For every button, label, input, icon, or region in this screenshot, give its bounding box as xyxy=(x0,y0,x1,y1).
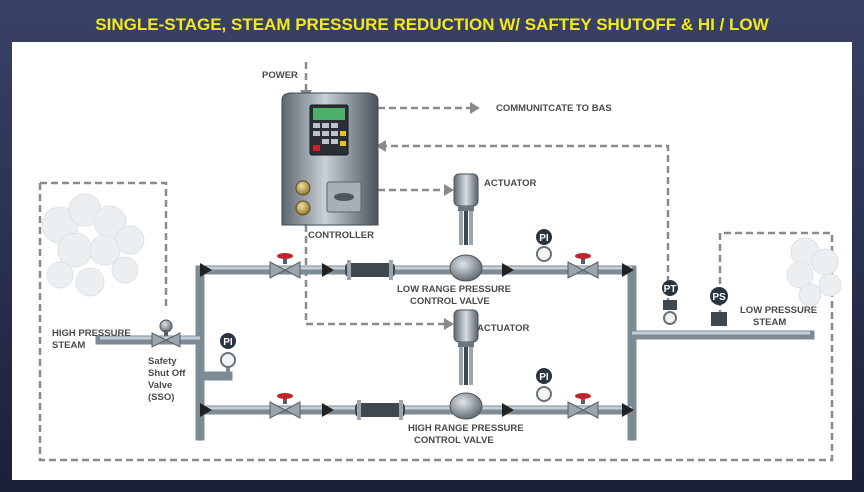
pressure-indicator-bottom: PI xyxy=(536,368,552,402)
bas-label: COMMUNITCATE TO BAS xyxy=(496,103,612,114)
sso-signal-line xyxy=(40,181,168,310)
arrow-icon xyxy=(200,403,212,417)
arrow-icon xyxy=(200,263,212,277)
pressure-transmitter: PT xyxy=(662,280,678,325)
actuator-bottom-line xyxy=(304,225,444,326)
pt-label: PT xyxy=(664,284,677,295)
pressure-switch: PS xyxy=(710,287,728,326)
gauge-icon xyxy=(536,386,552,402)
controller-icon xyxy=(281,92,379,226)
actuator-bottom-label: ACTUATOR xyxy=(477,323,530,334)
pi-label: PI xyxy=(539,233,549,244)
pressure-indicator-top: PI xyxy=(536,229,552,262)
arrow-icon xyxy=(470,102,480,114)
pi-label: PI xyxy=(539,372,549,383)
gate-valve-icon xyxy=(567,253,599,279)
hp-steam-label-line2: STEAM xyxy=(52,340,85,351)
strainer-icon xyxy=(345,260,395,280)
hp-steam-label-line1: HIGH PRESSURE xyxy=(52,328,131,339)
arrow-icon xyxy=(502,263,514,277)
lp-steam-label-line1: LOW PRESSURE xyxy=(740,305,817,316)
pi-label: PI xyxy=(223,337,233,348)
flow-arrows xyxy=(200,263,634,417)
strainer-icon xyxy=(355,400,405,420)
gauge-icon xyxy=(663,311,677,325)
arrow-icon xyxy=(622,263,634,277)
gauge-icon xyxy=(536,246,552,262)
pi-badge xyxy=(536,368,552,384)
arrow-icon xyxy=(622,403,634,417)
steam-cloud-icon xyxy=(41,193,145,297)
gauge-icon xyxy=(220,352,236,368)
ps-badge xyxy=(710,287,728,305)
ps-label: PS xyxy=(712,292,726,303)
arrow-icon xyxy=(322,263,334,277)
sso-label-line1: Safety xyxy=(148,356,177,367)
control-valve-icon xyxy=(449,173,483,282)
actuator-top-label: ACTUATOR xyxy=(484,178,537,189)
sso-label-line2: Shut Off xyxy=(148,368,186,379)
low-range-label-line1: LOW RANGE PRESSURE xyxy=(397,284,511,295)
diagram-title: SINGLE-STAGE, STEAM PRESSURE REDUCTION W… xyxy=(95,15,769,34)
controller-label: CONTROLLER xyxy=(308,230,374,241)
pt-badge xyxy=(662,280,678,296)
pi-badge xyxy=(220,333,236,349)
steam-cloud-icon xyxy=(786,237,842,307)
gate-valve-icon xyxy=(269,253,301,279)
arrow-icon xyxy=(322,403,334,417)
pressure-indicator-left: PI xyxy=(220,333,236,376)
power-label: POWER xyxy=(262,70,298,81)
arrow-icon xyxy=(502,403,514,417)
control-valve-icon xyxy=(449,309,483,420)
safety-loop-line xyxy=(38,183,834,462)
high-range-label-line2: CONTROL VALVE xyxy=(414,435,494,446)
high-range-label-line1: HIGH RANGE PRESSURE xyxy=(408,423,524,434)
gate-valve-icon xyxy=(567,393,599,419)
low-range-label-line2: CONTROL VALVE xyxy=(410,296,490,307)
lp-steam-label-line2: STEAM xyxy=(753,317,786,328)
arrow-icon xyxy=(444,318,454,330)
sso-label-line3: Valve xyxy=(148,380,172,391)
pi-badge xyxy=(536,229,552,245)
sso-label-line4: (SSO) xyxy=(148,392,174,403)
arrow-icon xyxy=(376,140,386,152)
gate-valve-icon xyxy=(269,393,301,419)
pt-signal-line xyxy=(385,144,670,305)
safety-shutoff-valve-icon xyxy=(151,319,181,348)
arrow-icon xyxy=(444,184,454,196)
